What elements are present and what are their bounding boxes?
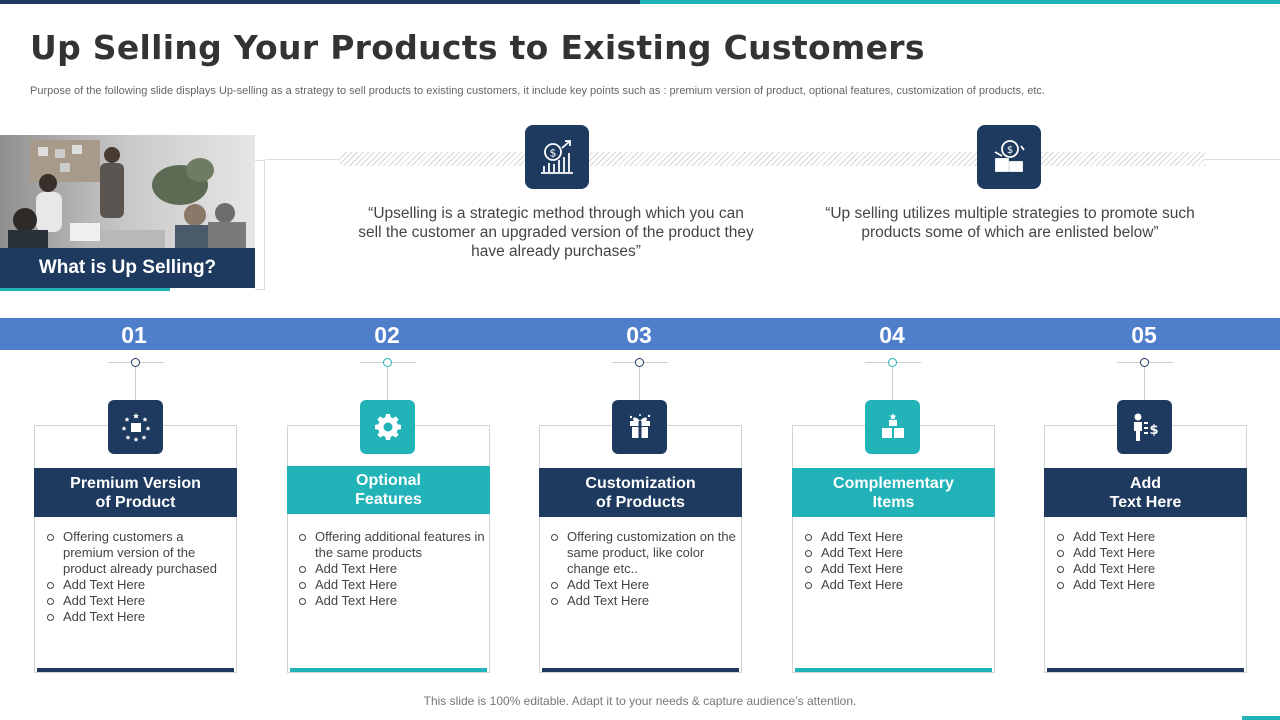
- list-item: Add Text Here: [1055, 561, 1245, 577]
- what-is-upselling-label: What is Up Selling?: [0, 248, 255, 288]
- list-item: Add Text Here: [549, 593, 739, 609]
- upselling-strategies-quote: “Up selling utilizes multiple strategies…: [825, 205, 1195, 241]
- person-dollar-icon: $: [1117, 400, 1172, 454]
- gear-icon: [360, 400, 415, 454]
- connector-line: [1144, 367, 1145, 400]
- list-item: Add Text Here: [45, 577, 235, 593]
- list-item: Add Text Here: [1055, 545, 1245, 561]
- premium-star-box-icon: [108, 400, 163, 454]
- step-number-02: 02: [374, 322, 400, 348]
- connector-dot: [635, 358, 644, 367]
- list-item: Add Text Here: [803, 545, 993, 561]
- step-heading-complementary: Complementary Items: [792, 468, 995, 517]
- list-item: Add Text Here: [549, 577, 739, 593]
- photo-bracket: [255, 160, 265, 290]
- step-number-04: 04: [879, 322, 905, 348]
- step-number-01: 01: [121, 322, 147, 348]
- corner-accent: [1242, 716, 1280, 720]
- bracket-connector: [265, 159, 345, 160]
- svg-text:$: $: [550, 147, 557, 160]
- hatch-end-line: [1205, 159, 1280, 160]
- list-item: Add Text Here: [1055, 529, 1245, 545]
- list-item: Offering customization on the same produ…: [549, 529, 739, 577]
- list-item: Offering customers a premium version of …: [45, 529, 235, 577]
- step-heading-customization: Customization of Products: [539, 468, 742, 517]
- connector-dot: [1140, 358, 1149, 367]
- slide-subtitle: Purpose of the following slide displays …: [30, 85, 1045, 97]
- list-item: Add Text Here: [803, 561, 993, 577]
- list-item: Add Text Here: [297, 561, 487, 577]
- step-card-premium: [34, 425, 237, 673]
- connector-line: [639, 367, 640, 400]
- slide-title: Up Selling Your Products to Existing Cus…: [30, 28, 925, 67]
- list-item: Add Text Here: [297, 593, 487, 609]
- gift-box-icon: [612, 400, 667, 454]
- svg-text:$: $: [1007, 145, 1013, 156]
- step-card-complementary: [792, 425, 995, 673]
- step-points-add-text: Add Text Here Add Text Here Add Text Her…: [1055, 529, 1245, 593]
- slide-footer: This slide is 100% editable. Adapt it to…: [423, 694, 857, 708]
- list-item: Add Text Here: [1055, 577, 1245, 593]
- connector-line: [135, 367, 136, 400]
- step-card-add-text: [1044, 425, 1247, 673]
- step-heading-optional-features: Optional Features: [287, 466, 490, 514]
- step-points-complementary: Add Text Here Add Text Here Add Text Her…: [803, 529, 993, 593]
- meeting-photo: [0, 135, 255, 248]
- list-item: Add Text Here: [803, 577, 993, 593]
- list-item: Add Text Here: [803, 529, 993, 545]
- connector-dot: [888, 358, 897, 367]
- product-box-icon: $: [977, 125, 1041, 189]
- step-heading-add-text: Add Text Here: [1044, 468, 1247, 517]
- step-number-band: [0, 318, 1280, 350]
- box-bundle-icon: [865, 400, 920, 454]
- connector-line: [892, 367, 893, 400]
- step-heading-premium: Premium Version of Product: [34, 468, 237, 517]
- list-item: Offering additional features in the same…: [297, 529, 487, 561]
- connector-dot: [131, 358, 140, 367]
- hatch-divider: [1030, 152, 1205, 166]
- upselling-definition-quote: “Upselling is a strategic method through…: [358, 205, 754, 260]
- hatch-divider: [575, 152, 995, 166]
- label-underline: [0, 288, 170, 291]
- top-accent-bar: [0, 0, 1280, 4]
- step-card-customization: [539, 425, 742, 673]
- money-growth-icon: $: [525, 125, 589, 189]
- step-number-03: 03: [626, 322, 652, 348]
- step-points-customization: Offering customization on the same produ…: [549, 529, 739, 609]
- list-item: Add Text Here: [45, 609, 235, 625]
- hatch-divider: [340, 152, 540, 166]
- svg-text:$: $: [1149, 423, 1158, 438]
- list-item: Add Text Here: [297, 577, 487, 593]
- connector-dot: [383, 358, 392, 367]
- step-points-premium: Offering customers a premium version of …: [45, 529, 235, 625]
- step-number-05: 05: [1131, 322, 1157, 348]
- connector-line: [387, 367, 388, 400]
- step-points-optional-features: Offering additional features in the same…: [297, 529, 487, 609]
- list-item: Add Text Here: [45, 593, 235, 609]
